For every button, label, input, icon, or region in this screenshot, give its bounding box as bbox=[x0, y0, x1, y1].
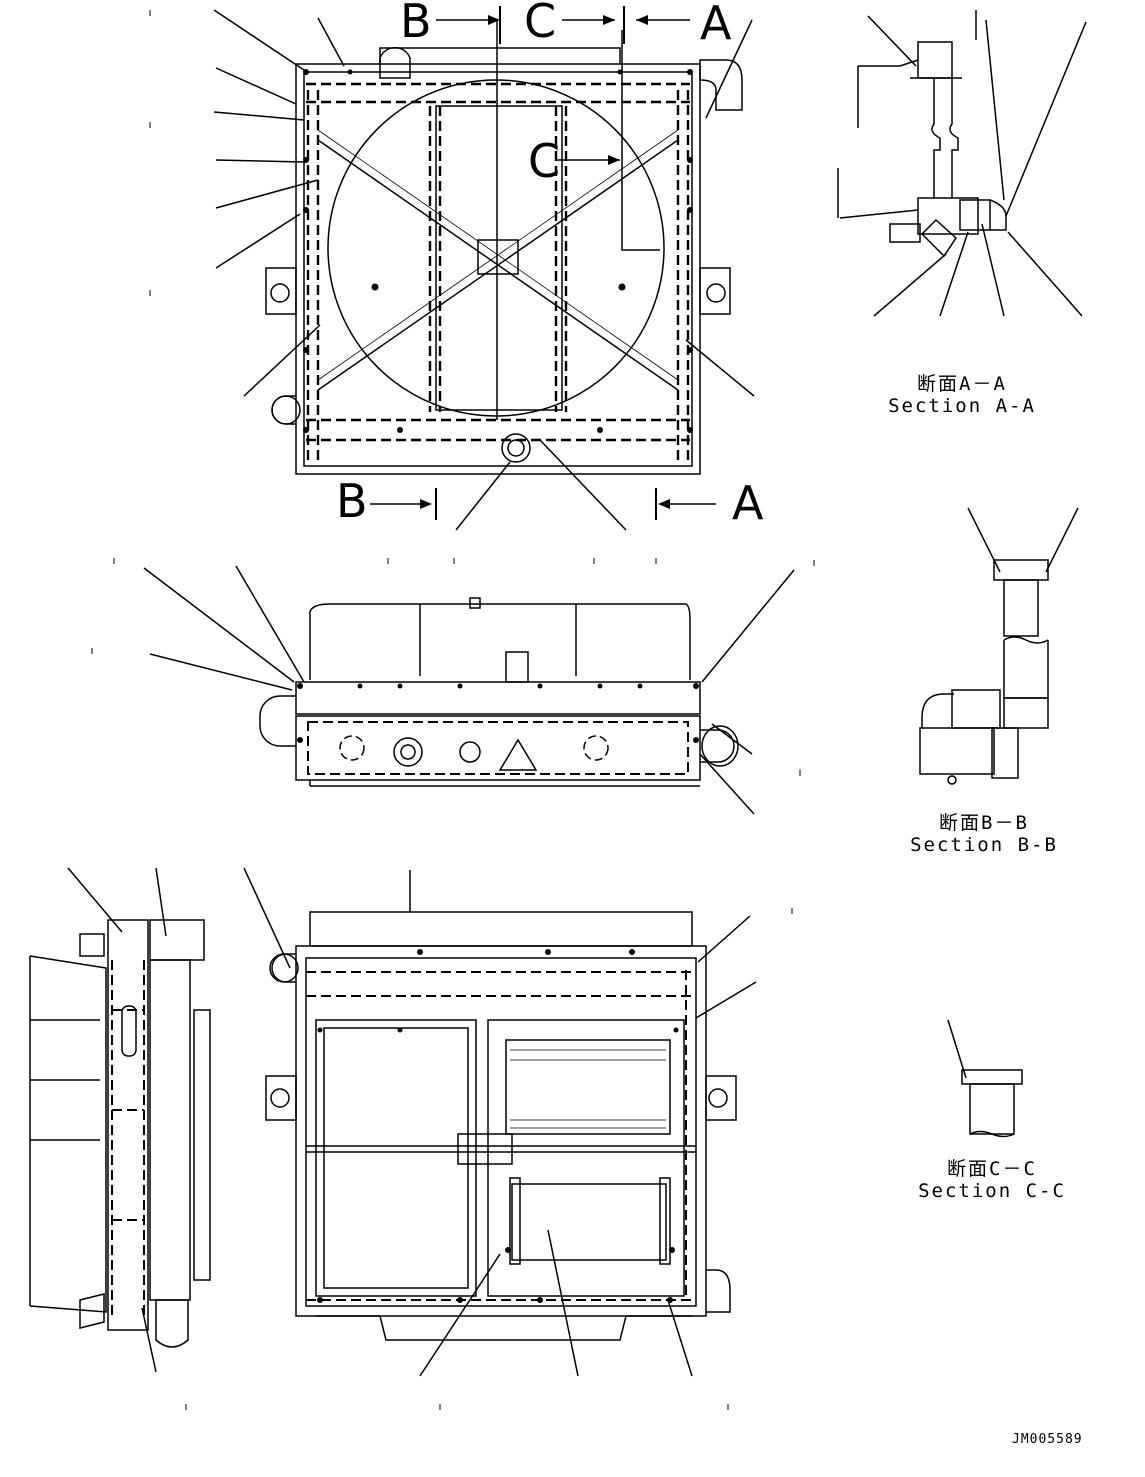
section-b-b-view bbox=[919, 507, 1079, 785]
section-a-title-en: Section A-A bbox=[888, 395, 1036, 417]
front-view bbox=[213, 6, 755, 531]
rear-view bbox=[243, 867, 757, 1377]
side-view bbox=[29, 867, 211, 1373]
section-c-title-en: Section C-C bbox=[918, 1180, 1066, 1202]
section-mark-a-top: A bbox=[700, 0, 732, 50]
section-mark-b-top: B bbox=[400, 0, 432, 48]
section-mark-a-bottom: A bbox=[732, 476, 764, 530]
section-a-a-view bbox=[837, 10, 1087, 317]
section-mark-c-top: C bbox=[524, 0, 557, 48]
plan-view bbox=[143, 565, 795, 815]
section-c-c-view bbox=[947, 1019, 1023, 1138]
section-c-title-jp: 断面C－C bbox=[947, 1158, 1037, 1180]
section-b-title-en: Section B-B bbox=[910, 834, 1058, 856]
section-mark-c-middle: C bbox=[528, 134, 561, 188]
section-a-title-jp: 断面A－A bbox=[917, 373, 1007, 395]
section-b-title-jp: 断面B－B bbox=[939, 812, 1029, 834]
section-mark-b-bottom: B bbox=[336, 474, 368, 528]
drawing-code: JM005589 bbox=[1012, 1432, 1083, 1447]
